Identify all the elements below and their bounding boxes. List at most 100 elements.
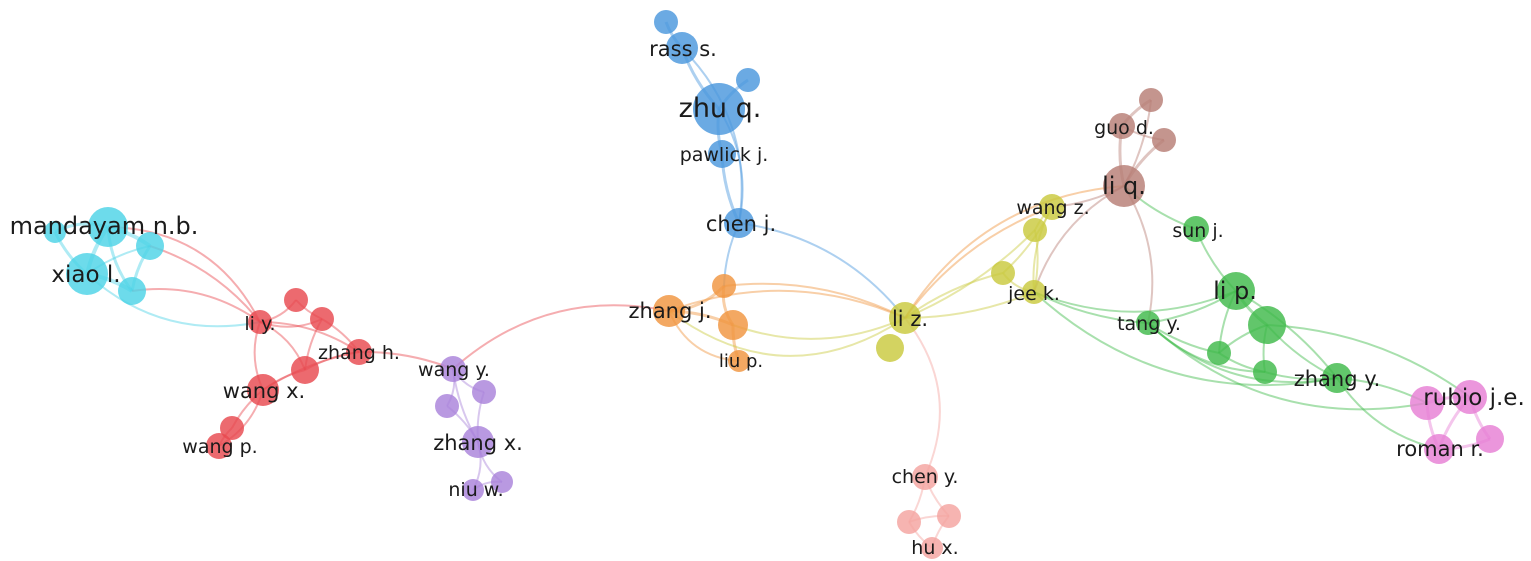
node-brown-a[interactable] — [1139, 88, 1163, 112]
node-cyan-b[interactable] — [136, 232, 164, 260]
node-mandayam[interactable] — [88, 207, 128, 247]
label-guo-d[interactable]: guo d. — [1094, 117, 1154, 139]
node-xiao[interactable] — [66, 253, 108, 295]
edge-tang-green-c — [1147, 322, 1266, 373]
node-zhu-q[interactable] — [693, 83, 745, 135]
node-blue-a[interactable] — [654, 10, 678, 34]
node-cyan-a[interactable] — [44, 221, 66, 243]
label-li-z[interactable]: li z. — [892, 307, 928, 331]
label-roman-r[interactable]: roman r. — [1396, 437, 1484, 461]
node-wang-x[interactable] — [247, 374, 279, 406]
label-pawlick-j[interactable]: pawlick j. — [680, 144, 769, 166]
node-wang-z[interactable] — [1039, 194, 1065, 220]
edge-orange-a-li_z — [723, 282, 906, 319]
network-labels: mandayam n.b. xiao l. li y. zhang h. wan… — [10, 37, 1525, 559]
node-sun[interactable] — [1183, 216, 1209, 242]
node-wang-y[interactable] — [440, 356, 466, 382]
node-hu-x[interactable] — [921, 537, 943, 559]
edge-li_z-yellow-b — [904, 229, 1036, 319]
label-sun-j[interactable]: sun j. — [1172, 220, 1223, 242]
node-orange-a[interactable] — [712, 274, 736, 298]
node-chen-y[interactable] — [912, 464, 938, 490]
label-li-q[interactable]: li q. — [1102, 172, 1146, 200]
node-liu-p[interactable] — [728, 350, 750, 372]
edge-xiao-li_y — [86, 273, 261, 328]
node-niu-w[interactable] — [462, 479, 484, 501]
label-zhu-q[interactable]: zhu q. — [679, 93, 762, 124]
node-purple-a[interactable] — [472, 380, 496, 404]
label-hu-x[interactable]: hu x. — [911, 537, 958, 559]
edge-li_z-wang_z — [904, 206, 1053, 319]
node-zhang-h[interactable] — [346, 339, 372, 365]
node-chen-j[interactable] — [724, 208, 754, 238]
node-cyan-c[interactable] — [118, 277, 146, 305]
node-zhang-y[interactable] — [1322, 363, 1352, 393]
label-chen-j[interactable]: chen j. — [706, 212, 776, 236]
node-guo[interactable] — [1109, 113, 1135, 139]
edge-jee-li_p — [1033, 290, 1237, 313]
node-brown-b[interactable] — [1152, 128, 1176, 152]
edge-jee-zhang_y — [1033, 291, 1338, 387]
node-jee[interactable] — [1022, 280, 1046, 304]
label-rass-s[interactable]: rass s. — [649, 37, 717, 61]
label-tang-y[interactable]: tang y. — [1117, 313, 1181, 335]
edge-orange-b-li_z — [732, 317, 906, 340]
edge-mandayam-li_y — [107, 226, 261, 323]
label-chen-y[interactable]: chen y. — [892, 466, 959, 488]
label-jee-k[interactable]: jee k. — [1007, 283, 1060, 305]
node-rubio[interactable] — [1453, 380, 1487, 414]
node-purple-b[interactable] — [435, 394, 459, 418]
node-wang-p[interactable] — [206, 433, 232, 459]
node-pink-b[interactable] — [1476, 425, 1504, 453]
node-salmon-b[interactable] — [897, 510, 921, 534]
node-zhang-j[interactable] — [653, 295, 685, 327]
label-zhang-h[interactable]: zhang h. — [318, 342, 400, 364]
label-liu-p[interactable]: liu p. — [719, 351, 763, 372]
node-zhang-x[interactable] — [462, 426, 494, 458]
node-li-p[interactable] — [1217, 272, 1255, 310]
label-zhang-y[interactable]: zhang y. — [1294, 367, 1381, 391]
label-li-y[interactable]: li y. — [244, 313, 275, 335]
node-purple-c[interactable] — [491, 471, 513, 493]
node-pink-a[interactable] — [1410, 386, 1444, 420]
node-green-a[interactable] — [1248, 306, 1286, 344]
node-li-q[interactable] — [1103, 165, 1145, 207]
edge-jee-tang — [1033, 291, 1149, 324]
label-wang-y[interactable]: wang y. — [418, 359, 490, 381]
label-xiao-l[interactable]: xiao l. — [51, 262, 120, 288]
edge-zhang_j-li_z — [668, 310, 906, 357]
node-salmon-a[interactable] — [937, 504, 961, 528]
node-li-z[interactable] — [889, 302, 921, 334]
node-yellow-c[interactable] — [991, 261, 1015, 285]
node-rass[interactable] — [666, 32, 698, 64]
label-zhang-j[interactable]: zhang j. — [628, 299, 711, 323]
label-wang-p[interactable]: wang p. — [182, 436, 257, 458]
node-tang[interactable] — [1136, 311, 1160, 335]
network-nodes — [44, 10, 1504, 559]
node-blue-b[interactable] — [736, 68, 760, 92]
network-edges — [53, 21, 1492, 549]
node-roman[interactable] — [1424, 434, 1454, 464]
node-green-b[interactable] — [1207, 341, 1231, 365]
label-wang-z[interactable]: wang z. — [1016, 197, 1089, 219]
node-li-y[interactable] — [248, 310, 272, 334]
label-li-p[interactable]: li p. — [1213, 277, 1257, 305]
node-pawlick[interactable] — [708, 140, 736, 168]
label-wang-x[interactable]: wang x. — [223, 379, 305, 403]
edge-green-a-rubio — [1266, 324, 1471, 398]
label-zhang-x[interactable]: zhang x. — [433, 431, 523, 455]
edge-li_z-chen_y — [904, 317, 941, 478]
node-red-d[interactable] — [220, 416, 244, 440]
node-red-a[interactable] — [284, 288, 308, 312]
label-niu-w[interactable]: niu w. — [448, 479, 503, 501]
node-red-c[interactable] — [291, 356, 319, 384]
node-orange-b[interactable] — [718, 310, 748, 340]
node-red-b[interactable] — [310, 307, 334, 331]
node-green-c[interactable] — [1253, 360, 1277, 384]
node-yellow-b[interactable] — [1023, 218, 1047, 242]
label-mandayam-n-b[interactable]: mandayam n.b. — [10, 212, 199, 240]
label-rubio-j-e[interactable]: rubio j.e. — [1423, 385, 1525, 411]
edge-zhang_j-li_z — [668, 289, 906, 319]
node-yellow-a[interactable] — [876, 334, 904, 362]
